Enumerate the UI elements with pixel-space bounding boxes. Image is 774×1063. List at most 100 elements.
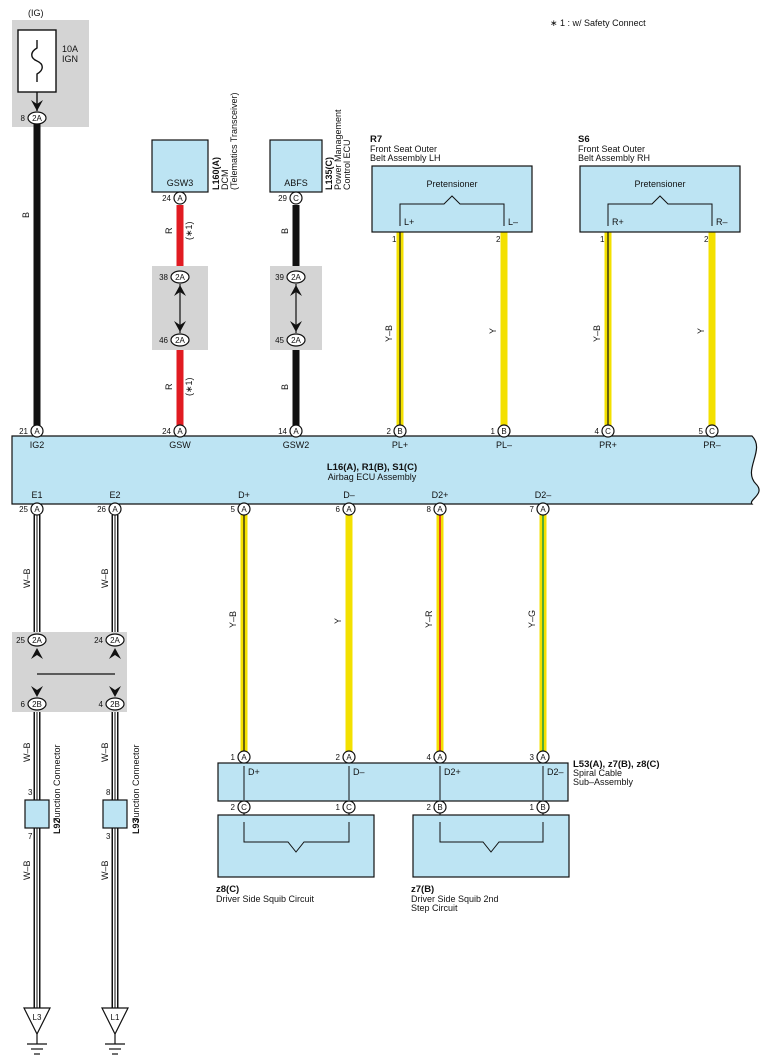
fuse-icon — [31, 40, 43, 82]
arrow-down-icon — [174, 321, 186, 332]
arrow-down-icon — [109, 686, 121, 697]
pin-number: 6 — [336, 505, 341, 514]
wire-label: Y — [696, 328, 706, 334]
ecu-terminal: E1 — [31, 490, 42, 500]
wire-label: Y — [333, 618, 343, 624]
pin-marker — [108, 502, 122, 516]
pin-number: 24 — [162, 427, 171, 436]
connector-pin: A14 — [278, 424, 303, 438]
pin-connector: 2A — [291, 273, 301, 282]
wire-label: B — [21, 212, 31, 218]
s6-title: Pretensioner — [634, 179, 685, 189]
fuse-name: IGN — [62, 54, 78, 64]
ecu-bottom-terminals: E1 E2 D+ D– D2+ D2– — [31, 490, 551, 500]
pin-connector: A — [540, 505, 546, 514]
pin-connector: 2A — [32, 636, 42, 645]
connector-pin: A26 — [97, 502, 122, 516]
squib1-box — [217, 814, 375, 878]
pin-connector: 2A — [32, 114, 42, 123]
pin-marker — [536, 750, 550, 764]
connector-pin: C5 — [699, 424, 719, 438]
pin-marker — [497, 424, 511, 438]
s6-line1: Front Seat Outer — [578, 144, 645, 154]
spiral-code: L53(A), z7(B), z8(C) — [573, 759, 660, 770]
connector-pin: C4 — [595, 424, 615, 438]
connector-pin: B2 — [427, 800, 447, 814]
pin-connector: A — [34, 427, 40, 436]
pin-marker — [286, 270, 306, 284]
spiral-cable-box — [217, 762, 569, 802]
pin-number: 6 — [21, 700, 26, 709]
pin-marker — [170, 333, 190, 347]
ground-label: L1 — [111, 1013, 120, 1022]
pin-connector: A — [177, 194, 183, 203]
pin-marker — [433, 750, 447, 764]
connector-pin: C2 — [231, 800, 251, 814]
pin-marker — [705, 424, 719, 438]
pin-number: 8 — [21, 114, 26, 123]
pin-num: 1 — [600, 235, 605, 244]
pin-marker — [105, 697, 125, 711]
pin-number: 26 — [97, 505, 106, 514]
pin-num: 8 — [106, 788, 111, 797]
pin-marker — [342, 750, 356, 764]
pin-connector: B — [437, 803, 442, 812]
pin-marker — [286, 333, 306, 347]
r7-line1: Front Seat Outer — [370, 144, 437, 154]
ground-l3: L3 — [23, 1007, 51, 1055]
wire-label: W–B — [22, 568, 32, 588]
connector-pin: A4 — [427, 750, 447, 764]
dcm-sub: (Telematics Transceiver) — [229, 92, 239, 190]
wire-label: B — [280, 384, 290, 390]
connector-pin: 2B6 — [21, 697, 47, 711]
pin-number: 45 — [275, 336, 284, 345]
wire-label: W–B — [22, 742, 32, 762]
pin-marker — [536, 800, 550, 814]
pin-number: 14 — [278, 427, 287, 436]
pin-marker — [27, 697, 47, 711]
pin-number: 7 — [530, 505, 535, 514]
l93-code: L93 — [131, 818, 141, 834]
ecu-terminal: D– — [343, 490, 355, 500]
pin-marker — [27, 633, 47, 647]
arrow-up-icon — [109, 648, 121, 659]
pin-number: 8 — [427, 505, 432, 514]
power-management-box — [269, 139, 323, 193]
ecu-code: L16(A), R1(B), S1(C) — [327, 462, 417, 473]
pin-connector: C — [605, 427, 611, 436]
wire-label: R — [164, 383, 174, 390]
pin-marker — [170, 270, 190, 284]
pin-number: 24 — [94, 636, 103, 645]
ground-l1: L1 — [101, 1007, 129, 1055]
ecu-terminal: D2+ — [432, 490, 449, 500]
pm-terminal: ABFS — [284, 178, 308, 188]
connector-pin: A24 — [162, 424, 187, 438]
ecu-name: Airbag ECU Assembly — [328, 472, 417, 482]
pin-number: 4 — [99, 700, 104, 709]
pin-number: 5 — [699, 427, 704, 436]
pm-sub: Control ECU — [342, 139, 352, 190]
pin-connector: A — [241, 753, 247, 762]
pin-number: 4 — [427, 753, 432, 762]
l92-name: Junction Connector — [52, 744, 62, 822]
l93-name: Junction Connector — [131, 744, 141, 822]
squib2-code: z7(B) — [411, 884, 434, 895]
wire-label: Y–G — [527, 610, 537, 628]
r7-title: Pretensioner — [426, 179, 477, 189]
pin-number: 3 — [530, 753, 535, 762]
s6-box — [579, 165, 741, 233]
pin-marker — [289, 424, 303, 438]
fuse-rating: 10A — [62, 44, 78, 54]
pin-number: 2 — [387, 427, 392, 436]
ecu-terminal: D2– — [535, 490, 552, 500]
pin-number: 1 — [336, 803, 341, 812]
pin-number: 29 — [278, 194, 287, 203]
r7-code: R7 — [370, 134, 382, 145]
dcm-name: DCM — [220, 170, 230, 191]
wire-label: Y–B — [592, 325, 602, 342]
pin-number: 24 — [162, 194, 171, 203]
ecu-terminal: E2 — [109, 490, 120, 500]
